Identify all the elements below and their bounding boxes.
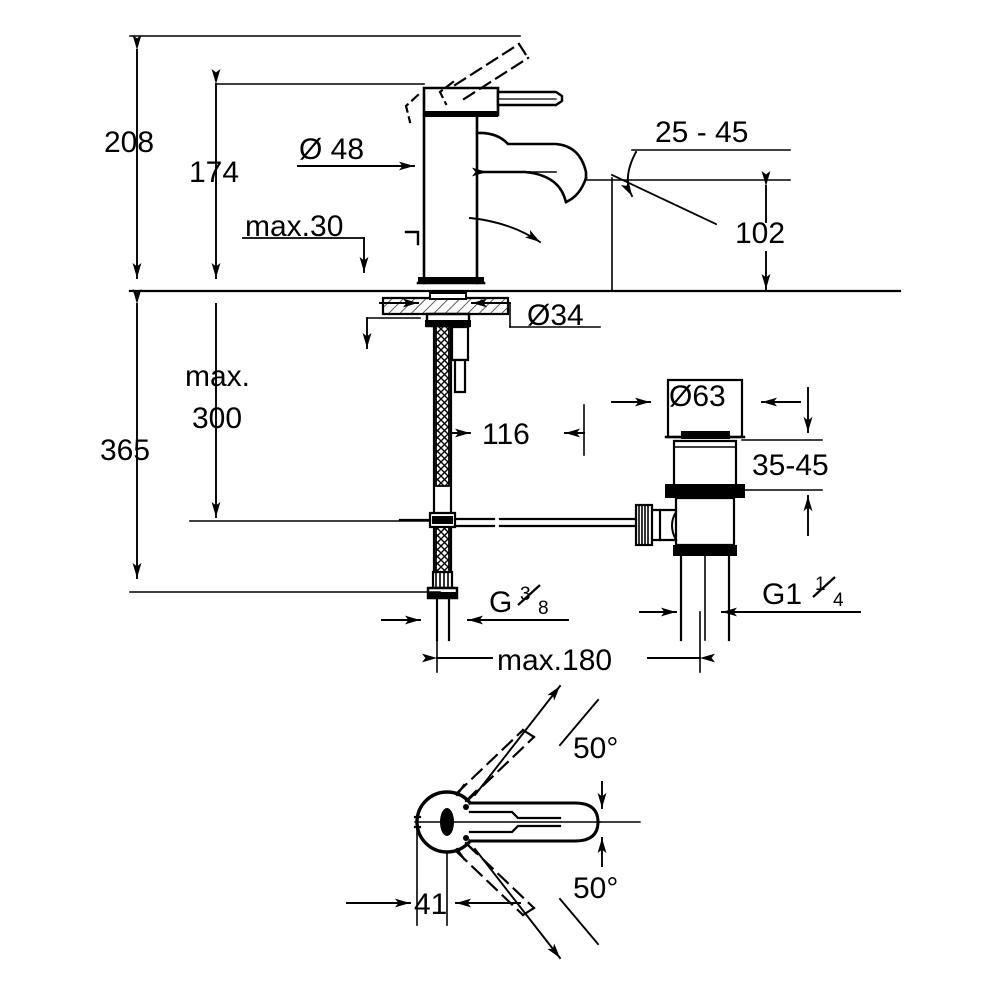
dimension-lines-left	[129, 35, 557, 593]
label-diameter-63: Ø63	[669, 380, 726, 413]
waste-assembly-geometry	[453, 378, 746, 642]
label-diameter-48: Ø 48	[299, 133, 364, 166]
body-base-ring	[418, 277, 484, 284]
label-thread-g38-numerator: 3	[520, 584, 531, 605]
lever-pivot-marks	[404, 80, 455, 124]
body-cylinder	[422, 113, 479, 285]
label-max30: max.30	[245, 210, 343, 243]
angle-leader-upper-2	[558, 698, 600, 747]
label-35-45: 35-45	[752, 449, 829, 482]
label-25-45: 25 - 45	[655, 116, 748, 149]
label-thread-g114: G1 1 4	[762, 574, 844, 611]
waste-locknut	[665, 484, 745, 498]
dimension-labels: 208 174 max.30 Ø 48 25 - 45 102 Ø34 365 …	[100, 116, 844, 921]
label-angle-upper: 50°	[573, 732, 618, 765]
label-max-line2: 300	[192, 402, 242, 435]
label-thread-g114-denominator: 4	[833, 590, 844, 611]
dimension-lines-right	[362, 149, 791, 456]
waste-tail-collar	[673, 545, 737, 556]
spout-outer	[475, 131, 588, 180]
angle-leader-upper	[473, 684, 562, 797]
waste-lower-body	[674, 496, 736, 547]
plan-swivel-ticks	[455, 783, 478, 861]
spout-tip	[564, 176, 588, 204]
spout-inner	[475, 170, 568, 204]
label-thread-g114-letter: G1	[762, 578, 802, 611]
lever-arm-open-dashed	[453, 42, 530, 101]
label-102: 102	[735, 217, 785, 250]
label-174: 174	[189, 156, 239, 189]
plan-view-geometry	[346, 684, 641, 960]
label-208: 208	[104, 126, 154, 159]
label-max180: max.180	[497, 644, 612, 677]
plan-lever-swivel-down	[455, 843, 536, 917]
label-116: 116	[482, 418, 530, 451]
label-365: 365	[100, 434, 150, 467]
label-diameter-34: Ø34	[527, 299, 584, 332]
label-max-line1: max.	[185, 360, 250, 393]
label-angle-lower: 50°	[573, 872, 618, 905]
waste-upper-body	[672, 439, 738, 489]
body-side-detail	[404, 230, 420, 246]
label-thread-g38: G 3 8	[489, 584, 549, 619]
lever-cap	[422, 86, 500, 117]
label-thread-g114-numerator: 1	[815, 574, 826, 595]
angle-leader-lower-2	[558, 897, 600, 946]
faucet-elevation-geometry	[128, 42, 902, 642]
dimension-lines-drain	[611, 381, 861, 623]
label-thread-g38-denominator: 8	[538, 598, 549, 619]
label-thread-g38-letter: G	[489, 586, 512, 619]
dimension-lines-bottom	[381, 599, 715, 673]
flex-hose-upper	[435, 325, 450, 487]
flex-hose-lower	[435, 526, 450, 573]
plan-lever-swivel-up	[455, 728, 536, 802]
supply-connector	[450, 325, 470, 362]
label-41: 41	[414, 888, 447, 921]
